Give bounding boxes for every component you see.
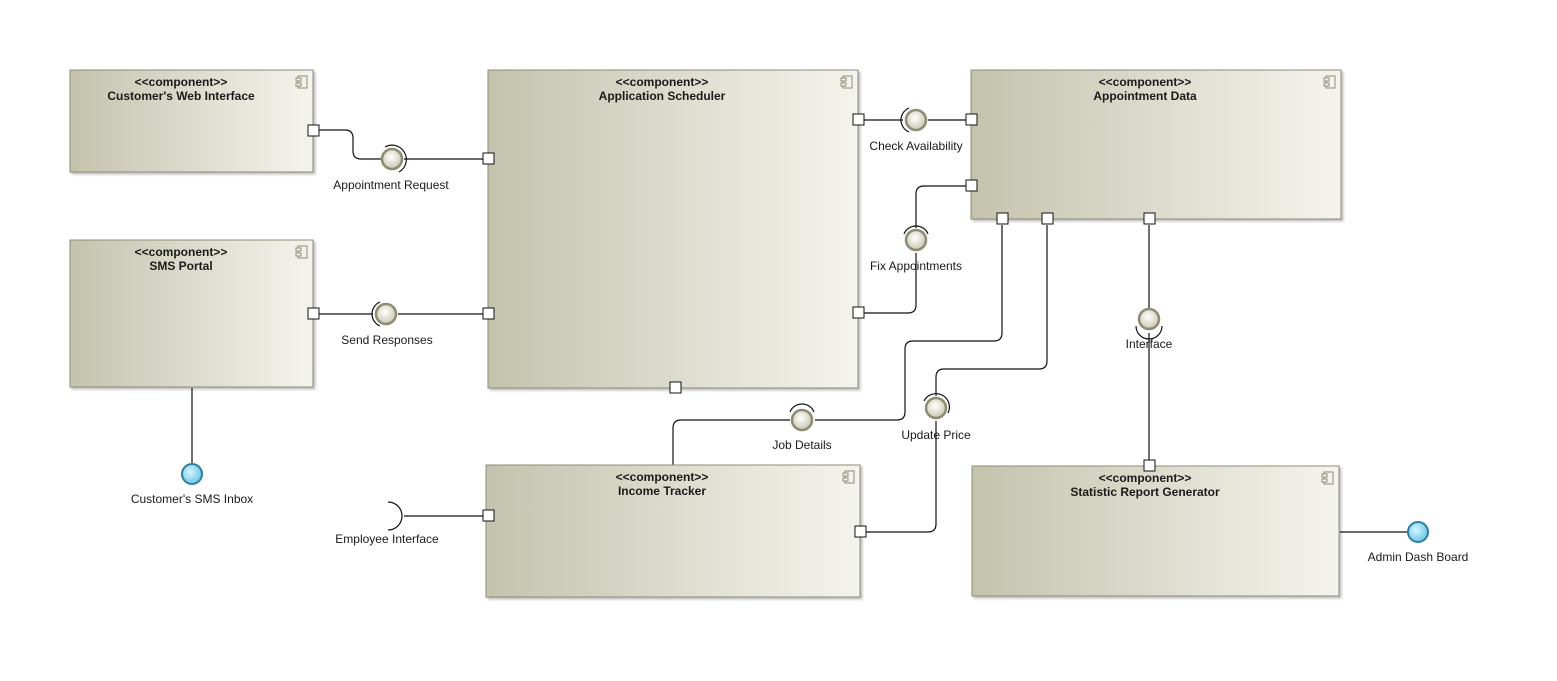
component-appointment-data[interactable]: <<component>> Appointment Data: [970, 69, 1342, 220]
required-interface-socket-icon: [789, 403, 815, 413]
provided-interface-ball-icon: [904, 228, 928, 252]
port-sms-right[interactable]: [307, 307, 320, 320]
component-stereotype: <<component>>: [616, 75, 709, 89]
port-cwi-right[interactable]: [307, 124, 320, 137]
port-scheduler-right-bottom[interactable]: [852, 306, 865, 319]
required-interface-socket-icon: [387, 501, 403, 531]
required-interface-socket-icon: [371, 301, 381, 327]
component-name: Application Scheduler: [599, 89, 726, 103]
interface-label: Job Details: [772, 438, 831, 452]
interface-check-availability[interactable]: Check Availability: [869, 107, 963, 153]
connector-scheduler-fix-appointments: [864, 253, 917, 314]
component-name: Customer's Web Interface: [107, 89, 255, 103]
component-income-tracker[interactable]: <<component>> Income Tracker: [485, 464, 861, 598]
interface-interface[interactable]: Interface: [1126, 307, 1173, 351]
port-report-generator-top[interactable]: [1143, 459, 1156, 472]
interface-appointment-request[interactable]: Appointment Request: [333, 144, 449, 192]
component-box: [69, 239, 314, 388]
component-box: [971, 465, 1340, 597]
endpoint-icon: [1407, 521, 1429, 543]
component-name: SMS Portal: [149, 259, 212, 273]
port-appointment-data-bottom-2[interactable]: [1041, 212, 1054, 225]
port-scheduler-bottom[interactable]: [669, 381, 682, 394]
component-stereotype: <<component>>: [616, 470, 709, 484]
port-income-tracker-left[interactable]: [482, 509, 495, 522]
connectors: [191, 119, 1408, 533]
component-sms-portal[interactable]: <<component>> SMS Portal: [69, 239, 314, 388]
provided-interface-ball-icon: [790, 408, 814, 432]
interface-update-price[interactable]: Update Price: [901, 392, 971, 442]
connector-appointment-data-job-details: [815, 225, 1003, 421]
component-application-scheduler[interactable]: <<component>> Application Scheduler: [487, 69, 859, 389]
interface-send-responses[interactable]: Send Responses: [341, 301, 433, 347]
endpoint-label: Admin Dash Board: [1368, 550, 1469, 564]
endpoint-admin-dash-board[interactable]: Admin Dash Board: [1368, 521, 1469, 564]
port-appointment-data-bottom-1[interactable]: [996, 212, 1009, 225]
connector-job-details-income-tracker: [672, 419, 790, 465]
interface-employee-interface[interactable]: Employee Interface: [335, 501, 439, 546]
port-appointment-data-bottom-3[interactable]: [1143, 212, 1156, 225]
component-box: [487, 69, 859, 389]
required-interface-socket-icon: [923, 392, 951, 414]
interface-label: Fix Appointments: [870, 259, 962, 273]
interface-label: Appointment Request: [333, 178, 449, 192]
provided-interface-ball-icon: [924, 396, 948, 420]
required-interface-socket-icon: [1135, 325, 1163, 340]
port-scheduler-left-bottom[interactable]: [482, 307, 495, 320]
connector-fix-appointments-appointment-data: [915, 185, 966, 228]
component-box: [485, 464, 861, 598]
component-name: Income Tracker: [618, 484, 706, 498]
required-interface-socket-icon: [903, 225, 929, 235]
component-name: Statistic Report Generator: [1070, 485, 1220, 499]
port-scheduler-left-top[interactable]: [482, 152, 495, 165]
provided-interface-ball-icon: [1137, 307, 1161, 331]
required-interface-socket-icon: [900, 107, 910, 133]
interface-job-details[interactable]: Job Details: [772, 403, 832, 452]
component-statistic-report-generator[interactable]: <<component>> Statistic Report Generator: [971, 465, 1340, 597]
port-scheduler-right-top[interactable]: [852, 113, 865, 126]
component-stereotype: <<component>>: [135, 245, 228, 259]
endpoint-label: Customer's SMS Inbox: [131, 492, 253, 506]
component-stereotype: <<component>>: [135, 75, 228, 89]
component-customers-web-interface[interactable]: <<component>> Customer's Web Interface: [69, 69, 314, 173]
interface-label: Check Availability: [869, 139, 962, 153]
interface-label: Interface: [1126, 337, 1173, 351]
component-stereotype: <<component>>: [1099, 75, 1192, 89]
component-name: Appointment Data: [1093, 89, 1197, 103]
ports: [307, 113, 1156, 538]
port-appointment-data-left-top[interactable]: [965, 113, 978, 126]
interface-label: Employee Interface: [335, 532, 439, 546]
interface-label: Update Price: [901, 428, 971, 442]
required-interface-socket-icon: [384, 144, 407, 173]
connector-appointment-data-update-price: [935, 225, 1048, 396]
endpoint-icon: [181, 463, 203, 485]
endpoint-customers-sms-inbox[interactable]: Customer's SMS Inbox: [131, 463, 253, 506]
provided-interface-ball-icon: [904, 108, 928, 132]
connector-cwi-appointment-request: [319, 129, 381, 160]
port-appointment-data-left-bottom[interactable]: [965, 179, 978, 192]
port-income-tracker-right[interactable]: [854, 525, 867, 538]
component-box: [69, 69, 314, 173]
provided-interface-ball-icon: [374, 302, 398, 326]
component-stereotype: <<component>>: [1099, 471, 1192, 485]
provided-interface-ball-icon: [380, 147, 404, 171]
interface-label: Send Responses: [341, 333, 432, 347]
interface-fix-appointments[interactable]: Fix Appointments: [870, 225, 962, 273]
component-box: [970, 69, 1342, 220]
connector-update-price-income-tracker: [866, 421, 937, 533]
